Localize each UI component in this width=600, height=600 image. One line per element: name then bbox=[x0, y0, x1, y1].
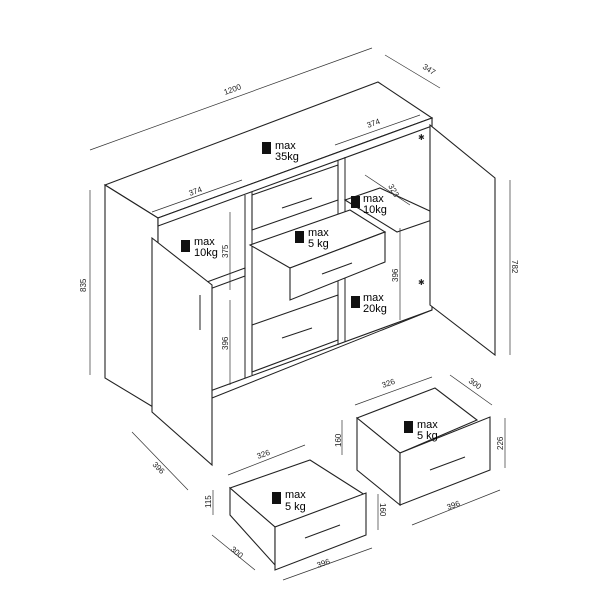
load-bottom-right: max 20kg bbox=[351, 292, 387, 315]
load-label: max bbox=[194, 236, 215, 248]
hinge-icon: ✱ bbox=[418, 133, 425, 142]
load-label: max bbox=[363, 292, 384, 304]
dim-front-width: 396 bbox=[446, 499, 462, 512]
weight-icon bbox=[404, 421, 413, 433]
cabinet-left-side bbox=[104, 184, 159, 411]
load-value: 35kg bbox=[275, 151, 299, 163]
open-drawer-front[interactable] bbox=[289, 231, 386, 301]
weight-icon bbox=[351, 296, 360, 308]
top-drawer-handle[interactable] bbox=[281, 197, 313, 209]
load-value: 20kg bbox=[363, 303, 387, 315]
drawer-handle bbox=[304, 524, 341, 539]
dim-right-lower-height: 396 bbox=[391, 268, 400, 282]
dim-total-height: 835 bbox=[79, 278, 88, 292]
weight-icon bbox=[272, 492, 281, 504]
drawer-handle bbox=[429, 456, 466, 471]
load-label: max bbox=[417, 419, 438, 431]
drawer-front bbox=[399, 416, 491, 506]
weight-icon bbox=[351, 196, 360, 208]
right-door[interactable] bbox=[429, 123, 496, 357]
dim-left-compartment-width: 374 bbox=[188, 185, 204, 198]
small-drawer: max 5 kg 326 115 160 300 396 bbox=[204, 444, 387, 581]
load-value: 10kg bbox=[194, 247, 218, 259]
drawer-front bbox=[274, 492, 367, 571]
dim-front-height: 160 bbox=[378, 503, 387, 517]
top-drawer-front[interactable] bbox=[251, 164, 339, 231]
load-top: max 35kg bbox=[262, 140, 299, 163]
weight-icon bbox=[262, 142, 271, 154]
hinge-icon: ✱ bbox=[418, 278, 425, 287]
load-value: 10kg bbox=[363, 204, 387, 216]
load-label: max bbox=[308, 227, 329, 239]
dim-inner-width: 326 bbox=[381, 377, 397, 390]
dim-total-width: 1200 bbox=[223, 82, 243, 97]
load-value: 5 kg bbox=[308, 238, 329, 250]
dim-left-lower-height: 396 bbox=[221, 336, 230, 350]
dim-front-width: 396 bbox=[316, 557, 332, 570]
load-label: max bbox=[285, 489, 306, 501]
bottom-drawer-handle[interactable] bbox=[281, 327, 313, 339]
weight-icon bbox=[181, 240, 190, 252]
load-left-shelf: max 10kg bbox=[181, 236, 218, 259]
dimensions: 1200 347 835 374 374 375 396 323 396 782… bbox=[79, 47, 519, 491]
dim-side-height: 160 bbox=[334, 433, 343, 447]
dim-door-height: 782 bbox=[510, 260, 519, 274]
dim-side-height: 115 bbox=[204, 495, 213, 508]
weight-icon bbox=[295, 231, 304, 243]
load-label: max bbox=[275, 140, 296, 152]
load-right-shelf: max 10kg bbox=[351, 193, 387, 216]
dim-depth: 300 bbox=[467, 376, 484, 391]
left-door[interactable] bbox=[151, 236, 213, 467]
open-drawer-handle[interactable] bbox=[321, 262, 353, 275]
load-value: 5 kg bbox=[417, 430, 438, 442]
load-value: 5 kg bbox=[285, 501, 306, 513]
dim-left-compartment-height: 375 bbox=[221, 244, 230, 258]
load-label: max bbox=[363, 193, 384, 205]
dim-door-width: 396 bbox=[151, 460, 167, 476]
dim-total-depth: 347 bbox=[421, 62, 438, 77]
dim-depth: 300 bbox=[229, 545, 245, 561]
dim-inner-width: 326 bbox=[256, 448, 272, 461]
bottom-edge bbox=[211, 309, 433, 399]
large-drawer: max 5 kg 326 300 160 226 396 bbox=[334, 374, 506, 526]
load-open-drawer: max 5 kg bbox=[295, 227, 329, 250]
cabinet: ✱ ✱ bbox=[103, 81, 496, 467]
dim-right-compartment-width: 374 bbox=[366, 117, 382, 130]
dim-front-height: 226 bbox=[496, 436, 505, 450]
